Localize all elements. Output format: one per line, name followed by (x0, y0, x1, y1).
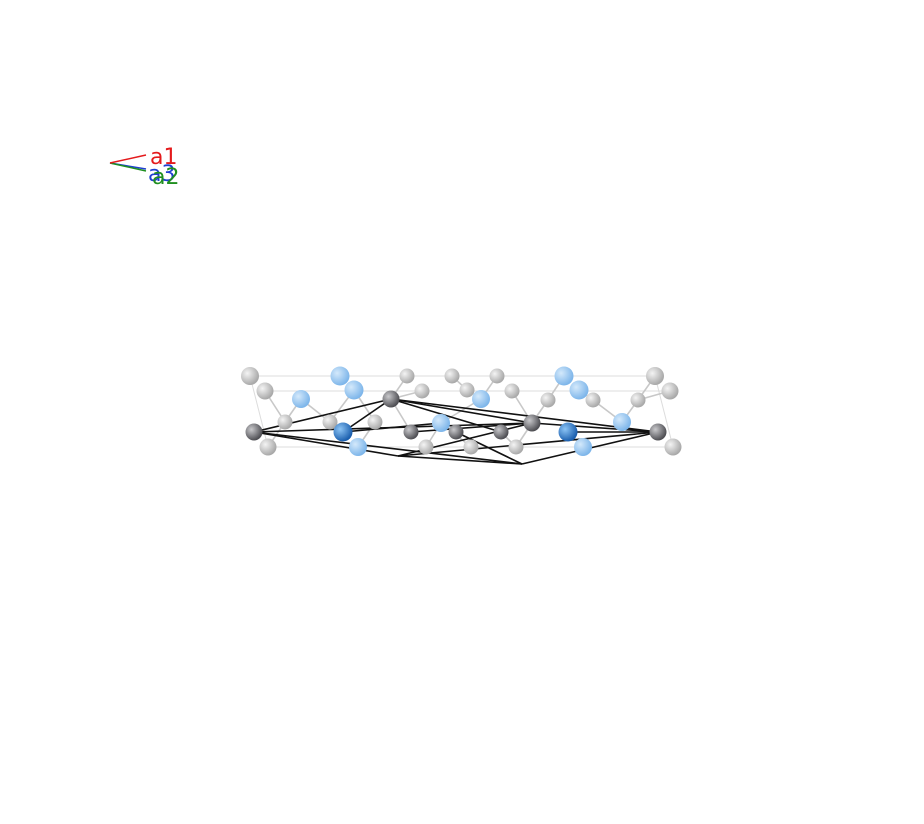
a1-axis-line (109, 154, 147, 164)
a2-axis-label: a2 (152, 165, 179, 190)
nitrogen-ghost-atom (613, 413, 631, 431)
nitrogen-ghost-atom (330, 366, 350, 386)
carbon-ghost-atom (664, 438, 682, 456)
carbon-atom (523, 414, 541, 432)
nitrogen-ghost-atom (349, 438, 367, 456)
carbon-ghost-atom (585, 392, 601, 408)
axis-indicator: a1 a3 a2 (109, 145, 179, 190)
carbon-ghost-atom (322, 414, 338, 430)
carbon-ghost-atom (259, 438, 277, 456)
carbon-ghost-atom (414, 383, 430, 399)
carbon-ghost-atom (646, 367, 664, 385)
carbon-ghost-atom (540, 392, 556, 408)
carbon-ghost-atom (508, 439, 524, 455)
carbon-atom (403, 424, 419, 440)
unit-cell-edges (253, 398, 659, 465)
carbon-ghost-atom (256, 382, 274, 400)
carbon-ghost-atom (463, 439, 479, 455)
nitrogen-ghost-atom (554, 366, 574, 386)
carbon-ghost-atom (459, 382, 475, 398)
carbon-ghost-atom (444, 368, 460, 384)
carbon-atom (382, 390, 400, 408)
nitrogen-ghost-atom (432, 414, 450, 432)
nitrogen-ghost-atom (569, 380, 589, 400)
carbon-ghost-atom (630, 392, 646, 408)
carbon-atom (649, 423, 667, 441)
a3-axis-label: a3 (148, 162, 175, 187)
nitrogen-atom (333, 422, 353, 442)
carbon-ghost-atom (504, 383, 520, 399)
nitrogen-atom (558, 422, 578, 442)
carbon-atom (448, 424, 464, 440)
carbon-ghost-atom (367, 414, 383, 430)
a2-axis-line (109, 162, 147, 172)
carbon-atom (493, 424, 509, 440)
nitrogen-ghost-atom (574, 438, 592, 456)
carbon-ghost-atom (418, 439, 434, 455)
carbon-ghost-atom (489, 368, 505, 384)
carbon-ghost-atom (241, 367, 259, 385)
nitrogen-ghost-atom (472, 390, 490, 408)
carbon-atom (245, 423, 263, 441)
carbon-ghost-atom (399, 368, 415, 384)
carbon-ghost-atom (277, 414, 293, 430)
a1-axis-label: a1 (150, 145, 177, 170)
nitrogen-ghost-atom (344, 380, 364, 400)
nitrogen-ghost-atom (292, 390, 310, 408)
atoms (241, 366, 682, 456)
carbon-ghost-atom (661, 382, 679, 400)
